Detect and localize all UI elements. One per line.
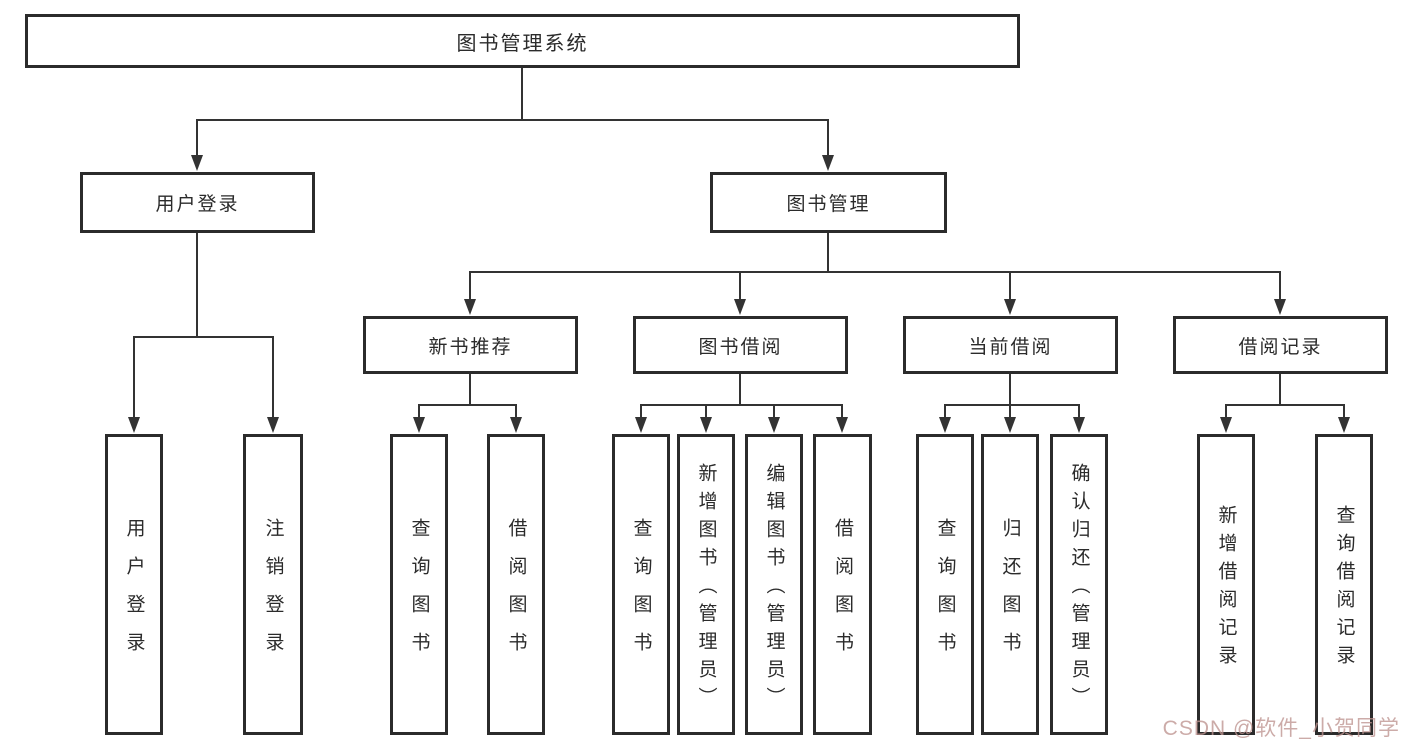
node-book-borrowing: 图书借阅 (633, 316, 848, 374)
node-label: 新书推荐 (428, 336, 513, 358)
node-label: 查询借阅记录 (1333, 505, 1355, 673)
node-label: 确认归还（管理员） (1068, 463, 1090, 715)
node-label: 新增借阅记录 (1215, 505, 1237, 673)
node-label: 借阅图书 (832, 518, 853, 670)
node-label: 图书管理系统 (456, 32, 589, 55)
node-cb-query-books: 查询图书 (916, 434, 974, 735)
node-nb-borrow-books: 借阅图书 (487, 434, 545, 735)
node-borrowing-records: 借阅记录 (1173, 316, 1388, 374)
node-label: 当前借阅 (968, 336, 1053, 358)
connector-new-book-split (418, 374, 517, 420)
csdn-watermark: CSDN @软件_小贺同学 (1162, 717, 1400, 740)
node-bb-add-books-admin: 新增图书（管理员） (677, 434, 735, 735)
node-nb-query-books: 查询图书 (390, 434, 448, 735)
node-bb-borrow-books: 借阅图书 (813, 434, 872, 735)
arrowheads (128, 155, 1350, 433)
connector-book-borrow-split (640, 374, 843, 420)
connector-current-borrow-split (944, 374, 1080, 420)
node-label: 图书管理 (786, 194, 871, 215)
node-root-system: 图书管理系统 (25, 14, 1020, 68)
node-book-management: 图书管理 (710, 172, 947, 233)
node-label: 用户登录 (123, 518, 145, 670)
node-label: 注销登录 (262, 518, 284, 670)
node-label: 用户登录 (155, 194, 240, 215)
connector-borrow-record-split (1225, 374, 1345, 420)
node-new-book-recommend: 新书推荐 (363, 316, 578, 374)
node-user-login: 用户登录 (80, 172, 315, 233)
node-label: 查询图书 (934, 518, 956, 670)
node-login: 用户登录 (105, 434, 163, 735)
node-br-add-record: 新增借阅记录 (1197, 434, 1255, 735)
node-cb-confirm-return-admin: 确认归还（管理员） (1050, 434, 1108, 735)
node-label: 查询图书 (630, 518, 652, 670)
node-current-borrowing: 当前借阅 (903, 316, 1118, 374)
node-bb-edit-books-admin: 编辑图书（管理员） (745, 434, 803, 735)
node-label: 图书借阅 (698, 336, 783, 358)
node-label: 查询图书 (408, 518, 430, 670)
node-cb-return-books: 归还图书 (981, 434, 1039, 735)
node-label: 借阅图书 (505, 518, 527, 670)
node-label: 借阅记录 (1238, 336, 1323, 358)
node-bb-query-books: 查询图书 (612, 434, 670, 735)
connector-root-split (196, 68, 829, 158)
node-label: 归还图书 (999, 518, 1021, 670)
connector-book-mgmt-split (469, 232, 1281, 302)
node-logout: 注销登录 (243, 434, 303, 735)
connector-user-login-split (133, 232, 274, 420)
node-label: 新增图书（管理员） (695, 463, 717, 715)
node-label: 编辑图书（管理员） (763, 463, 785, 715)
node-br-query-record: 查询借阅记录 (1315, 434, 1373, 735)
